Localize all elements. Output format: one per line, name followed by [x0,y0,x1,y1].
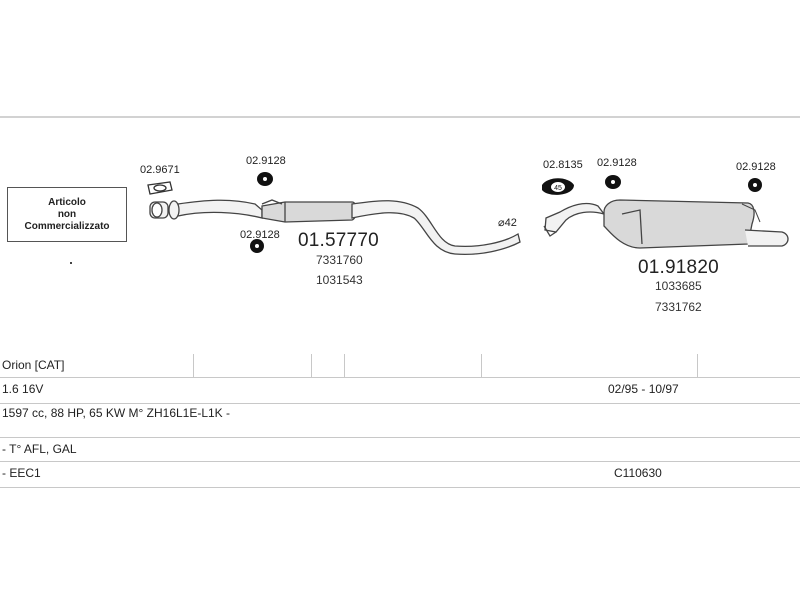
column-divider [193,354,194,378]
clamp-mid-top-icon[interactable] [257,172,273,186]
column-divider [481,354,482,378]
notice-line-1: Articolo [48,196,86,208]
table-row-spec: 1597 cc, 88 HP, 65 KW M° ZH16L1E-L1K - [0,404,800,438]
rear-silencer-ref-1: 1033685 [655,279,702,293]
column-divider [697,354,698,378]
label-clamp-rear-right: 02.9128 [736,161,776,173]
label-clamp-front: 02.9671 [140,164,180,176]
cert-cell: C110630 [614,466,662,480]
clamp-02-9671-icon[interactable] [147,181,173,195]
exhaust-drawing: 45 [147,172,789,256]
clamp-rear-right-icon[interactable] [748,178,762,192]
notice-line-3: Commercializzato [24,220,110,232]
years-cell: 02/95 - 10/97 [608,382,679,396]
spec-cell: 1597 cc, 88 HP, 65 KW M° ZH16L1E-L1K - [2,406,231,420]
rear-silencer-icon[interactable] [603,199,789,249]
center-pipe[interactable] [351,200,521,256]
middle-silencer-icon[interactable] [261,199,358,223]
gasket-02-8135-icon[interactable]: 45 [542,178,574,195]
norm-cell: - EEC1 [2,466,41,480]
not-available-notice: Articolo non Commercializzato [7,187,127,242]
table-row-engine: 1.6 16V 02/95 - 10/97 [0,378,800,404]
clamp-mid-bottom-icon[interactable] [250,239,264,253]
middle-silencer-ref-2: 1031543 [316,273,363,287]
table-row-extra: - T° AFL, GAL [0,438,800,462]
clamp-rear-left-icon[interactable] [605,175,621,189]
middle-silencer-ref-1: 7331760 [316,253,363,267]
table-row-norm: - EEC1 C110630 [0,462,800,488]
label-clamp-mid-top: 02.9128 [246,155,286,167]
front-pipe[interactable] [149,199,263,220]
stray-dot [70,262,72,264]
rear-silencer-ref-2: 7331762 [655,300,702,314]
middle-silencer-code[interactable]: 01.57770 [298,230,379,251]
extra-cell: - T° AFL, GAL [2,442,77,456]
column-divider [344,354,345,378]
rear-pipe[interactable] [543,202,606,237]
label-clamp-mid-bottom: 02.9128 [240,229,280,241]
table-row-model: Orion [CAT] [0,354,800,378]
rear-silencer-code[interactable]: 01.91820 [638,257,719,278]
notice-line-2: non [57,208,77,220]
model-cell: Orion [CAT] [2,358,65,372]
top-divider [0,116,800,118]
engine-cell: 1.6 16V [2,382,44,396]
label-clamp-rear-left: 02.9128 [597,157,637,169]
label-pipe-diameter: ⌀42 [498,217,517,229]
column-divider [311,354,312,378]
svg-text:45: 45 [554,185,562,192]
label-gasket-rear: 02.8135 [543,159,583,171]
